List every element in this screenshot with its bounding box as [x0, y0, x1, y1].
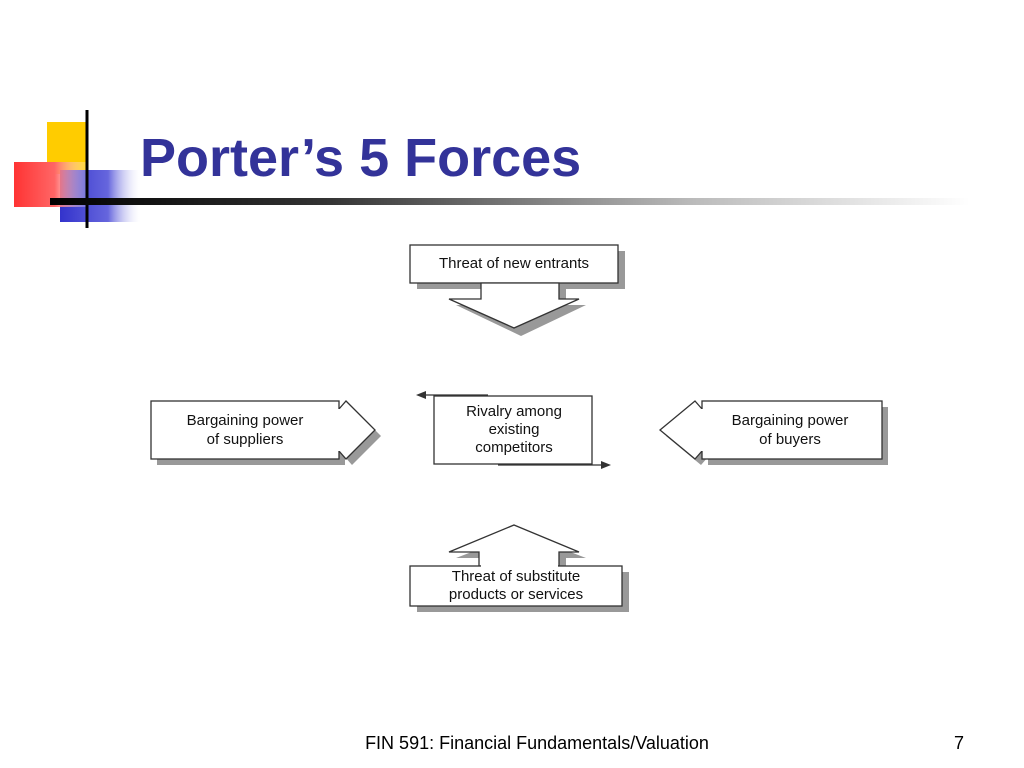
page-number: 7: [953, 733, 964, 753]
force-suppliers-label-line-2: of suppliers: [207, 431, 284, 448]
force-rivalry: Rivalry among existing competitors: [416, 391, 611, 469]
rivalry-arrowhead-bottom: [601, 461, 611, 469]
force-substitutes-label-line-1: Threat of substitute: [452, 568, 580, 585]
porters-five-forces-diagram: Threat of new entrants Bargaining power …: [150, 244, 888, 612]
slide-footer: FIN 591: Financial Fundamentals/Valuatio…: [365, 733, 709, 753]
force-buyers: Bargaining power of buyers: [658, 400, 888, 465]
force-buyers-label-line-1: Bargaining power: [732, 412, 849, 429]
force-new-entrants-label: Threat of new entrants: [439, 255, 589, 272]
force-substitutes-label-line-2: products or services: [449, 586, 583, 603]
force-suppliers: Bargaining power of suppliers: [150, 400, 381, 465]
force-rivalry-label-line-1: Rivalry among: [466, 403, 562, 420]
force-buyers-label-line-2: of buyers: [759, 431, 821, 448]
slide-title: Porter’s 5 Forces: [140, 128, 582, 188]
force-rivalry-label-line-3: competitors: [475, 439, 553, 456]
force-suppliers-label-line-1: Bargaining power: [187, 412, 304, 429]
force-new-entrants: Threat of new entrants: [409, 244, 625, 336]
rivalry-arrowhead-top: [416, 391, 426, 399]
force-substitutes: Threat of substitute products or service…: [409, 524, 629, 612]
force-rivalry-label-line-2: existing: [489, 421, 540, 438]
title-underline: [50, 198, 970, 205]
